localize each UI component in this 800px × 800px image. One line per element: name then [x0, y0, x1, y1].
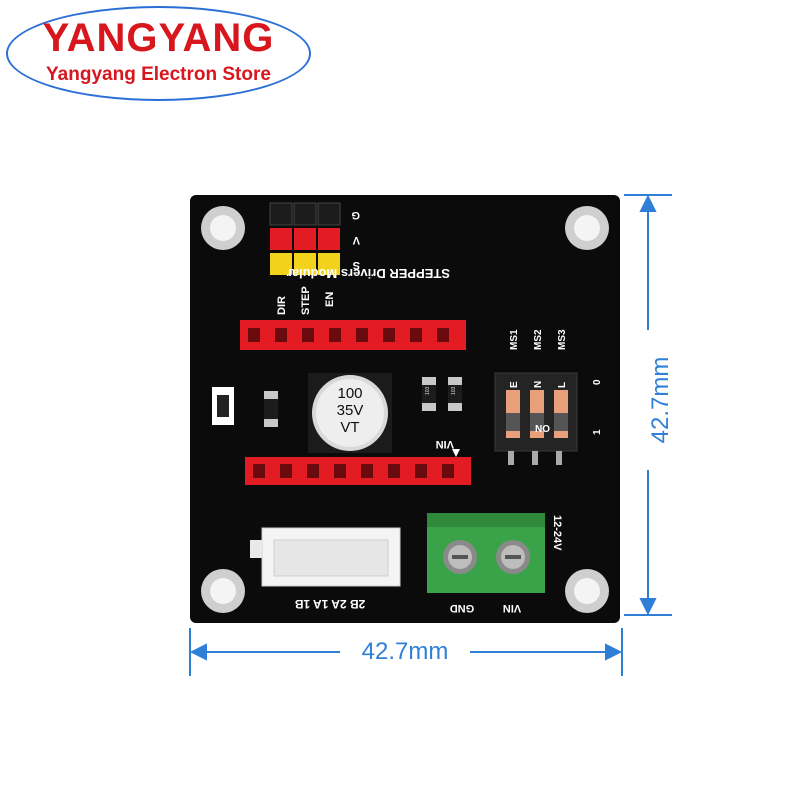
signal-header [269, 202, 341, 275]
capacitor: 100 35V VT [308, 373, 392, 453]
dip-on-label: ON [535, 422, 550, 433]
cap-code: VT [340, 419, 359, 436]
dip-label-ms1: MS1 [509, 329, 520, 350]
dip-side-0: 0 [592, 379, 603, 385]
mounting-holes [201, 206, 609, 613]
row-label-s: S [353, 259, 360, 271]
cap-voltage: 35V [337, 402, 364, 419]
stepper-driver-board: G V S DIR STEP EN STEPPER Drivers Modula… [190, 195, 620, 623]
smd-components [212, 377, 462, 427]
resistor-code-2: 103 [451, 386, 457, 395]
pin-label-en: EN [324, 292, 336, 307]
dip-side-1: 1 [592, 429, 603, 435]
dip-label-ms2: MS2 [533, 329, 544, 350]
board-title: STEPPER Drivers Modular [287, 266, 450, 281]
pin-label-step: STEP [300, 286, 312, 315]
brand-name: YANGYANG [42, 16, 275, 60]
dip-letter-l: L [557, 382, 568, 388]
vin-arrow-icon [452, 449, 460, 457]
row-label-v: V [352, 234, 360, 246]
dip-letter-e: E [509, 381, 520, 388]
driver-header-bottom [245, 457, 471, 485]
voltage-label: 12-24V [551, 515, 563, 551]
row-label-g: G [351, 209, 360, 221]
logo-ring [6, 6, 311, 101]
vin-label: VIN [436, 438, 454, 450]
brand-logo: YANGYANG Yangyang Electron Store [6, 6, 311, 101]
cap-value: 100 [337, 385, 362, 402]
terminal-vin-label: VIN [503, 602, 521, 614]
terminal-gnd-label: GND [450, 602, 475, 614]
motor-connector [250, 527, 401, 587]
driver-header-top [240, 320, 466, 350]
dip-switch [494, 372, 578, 465]
pin-label-dir: DIR [276, 296, 288, 315]
power-terminal [427, 513, 545, 593]
resistor-code-1: 103 [425, 386, 431, 395]
motor-pin-labels: 2B 2A 1A 1B [294, 597, 365, 611]
dip-label-ms3: MS3 [557, 329, 568, 350]
width-dimension: 42.7mm [361, 638, 449, 665]
dip-letter-n: N [533, 381, 544, 388]
height-dimension: 42.7mm [647, 356, 674, 444]
brand-subtitle: Yangyang Electron Store [46, 64, 271, 85]
